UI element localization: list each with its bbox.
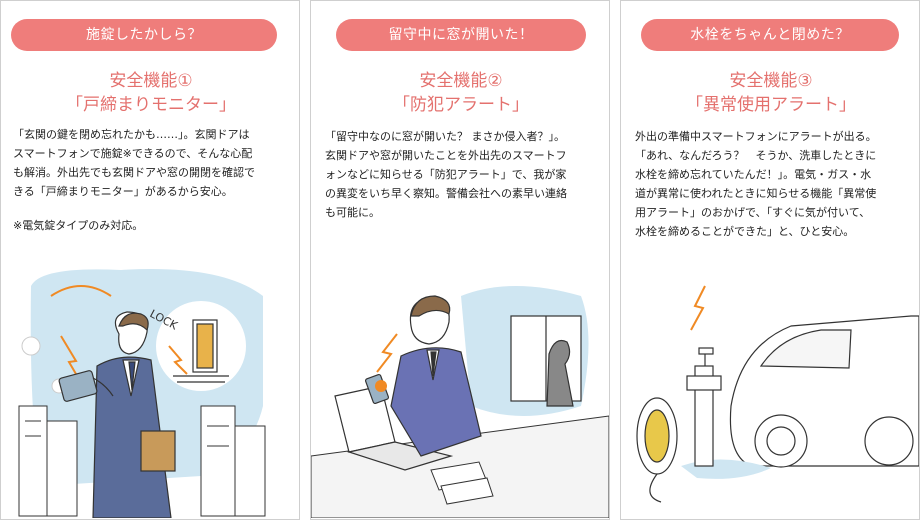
footnote: ※電気錠タイプのみ対応。 xyxy=(13,219,144,232)
bubble-shape xyxy=(21,336,41,356)
card-description: 外出の準備中スマートフォンにアラートが出る。 「あれ、なんだろう？ そうか、洗車… xyxy=(635,130,877,238)
feature-title: 「戸締まりモニター」 xyxy=(66,95,236,115)
illustration-businessman-phone: LOCK xyxy=(1,256,299,519)
question-pill: 留守中に窓が開いた！ xyxy=(336,19,586,51)
illustration-water-svg xyxy=(636,285,919,503)
city-buildings xyxy=(18,405,266,517)
question-pill: 水栓をちゃんと閉めた？ xyxy=(641,19,899,51)
laptop-icon xyxy=(334,385,454,471)
illustration-car-faucet xyxy=(621,256,919,518)
illustration-man-laptop xyxy=(311,256,609,519)
lightning-icon xyxy=(168,345,188,375)
man-figure xyxy=(364,295,482,457)
papers xyxy=(430,461,494,505)
card-abnormal-usage-alert: 水栓をちゃんと閉めた？ 安全機能③ 「異常使用アラート」 外出の準備中スマートフ… xyxy=(620,0,920,520)
card-security-alert: 留守中に窓が開いた！ 安全機能② 「防犯アラート」 「留守中なのに窓が開いた？ … xyxy=(310,0,610,520)
card-lock-monitor: 施錠したかしら？ 安全機能① 「戸締まりモニター」 「玄関の鍵を閉め忘れたかも…… xyxy=(0,0,300,520)
illustration-lock-svg: LOCK xyxy=(18,269,266,519)
feature-number: 安全機能① xyxy=(109,71,193,91)
feature-number: 安全機能③ xyxy=(729,71,813,91)
question-pill: 施錠したかしら？ xyxy=(11,19,277,51)
alert-dot xyxy=(375,380,387,392)
illustration-alert-svg xyxy=(311,286,609,519)
window-frame xyxy=(510,315,582,407)
arrow-swoosh xyxy=(50,285,112,297)
card-description: 「留守中なのに窓が開いた？ まさか侵入者？」。 玄関ドアや窓が開いたことを外出先… xyxy=(325,130,567,219)
lightning-icon xyxy=(690,285,706,331)
businessman-figure xyxy=(58,311,176,519)
card-description: 「玄関の鍵を閉め忘れたかも……」。玄関ドアは スマートフォンで施錠※できるので、… xyxy=(13,128,255,198)
lightning-icon xyxy=(376,333,398,373)
feature-number: 安全機能② xyxy=(419,71,503,91)
car-outline xyxy=(729,315,919,468)
hose-reel xyxy=(636,397,678,503)
feature-title: 「異常使用アラート」 xyxy=(686,95,856,115)
faucet-stand xyxy=(686,347,722,467)
door-icon xyxy=(173,319,229,383)
feature-title: 「防犯アラート」 xyxy=(393,95,529,115)
